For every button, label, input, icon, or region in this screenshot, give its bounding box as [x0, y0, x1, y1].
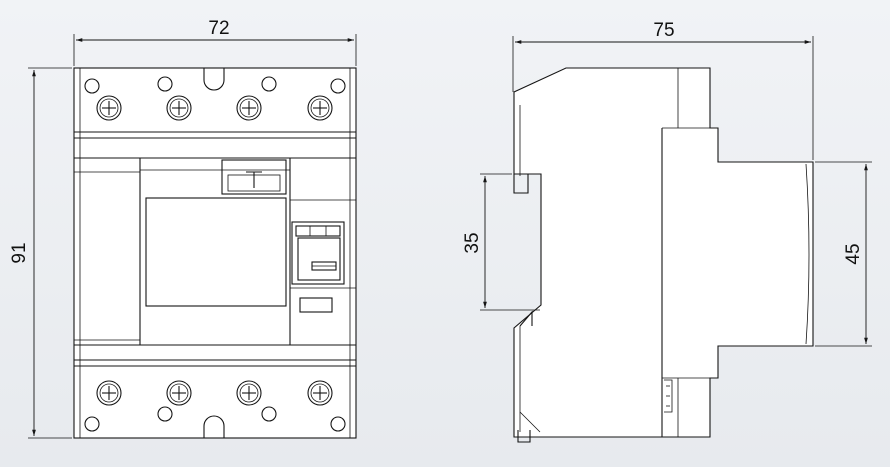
lever-handle — [221, 159, 287, 195]
dimension-body: 45 — [815, 161, 872, 347]
rail-clip-bottom — [519, 310, 533, 327]
mounting-hole — [261, 76, 277, 92]
dimension-width: 72 — [73, 18, 357, 66]
label-window — [145, 197, 287, 307]
mounting-hole — [157, 76, 173, 92]
mounting-hole — [157, 406, 173, 422]
front-view: 72 91 — [9, 18, 357, 439]
rail-clip-top — [513, 174, 529, 194]
side-view: 75 35 45 — [462, 20, 872, 443]
screw-icon — [236, 380, 262, 406]
screw-icon — [96, 95, 122, 121]
t-mark — [246, 171, 262, 188]
bottom-terminal-block — [74, 344, 356, 438]
indicator-window — [299, 297, 333, 313]
screw-icon — [236, 95, 262, 121]
width-label: 72 — [208, 18, 229, 39]
screw-icon — [307, 95, 333, 121]
mounting-hole — [84, 416, 100, 432]
dimension-rail: 35 — [462, 173, 540, 311]
height-label: 91 — [9, 242, 30, 263]
screw-icon — [166, 95, 192, 121]
body-label: 45 — [843, 243, 864, 264]
depth-label: 75 — [653, 20, 674, 41]
latch — [517, 430, 531, 443]
side-body-outline — [513, 67, 814, 438]
mounting-hole — [330, 78, 346, 94]
mounting-hole — [84, 78, 100, 94]
top-terminal-block — [74, 68, 356, 159]
screw-icon — [307, 380, 333, 406]
screw-icon — [96, 380, 122, 406]
front-body-outline — [73, 67, 357, 439]
rail-label: 35 — [462, 232, 483, 253]
test-switch — [291, 221, 345, 285]
mounting-hole — [330, 416, 346, 432]
dimension-height: 91 — [9, 67, 72, 439]
terminal-screw-side — [664, 379, 673, 413]
screw-icon — [166, 380, 192, 406]
dimension-depth: 75 — [512, 20, 814, 160]
mounting-hole — [261, 406, 277, 422]
